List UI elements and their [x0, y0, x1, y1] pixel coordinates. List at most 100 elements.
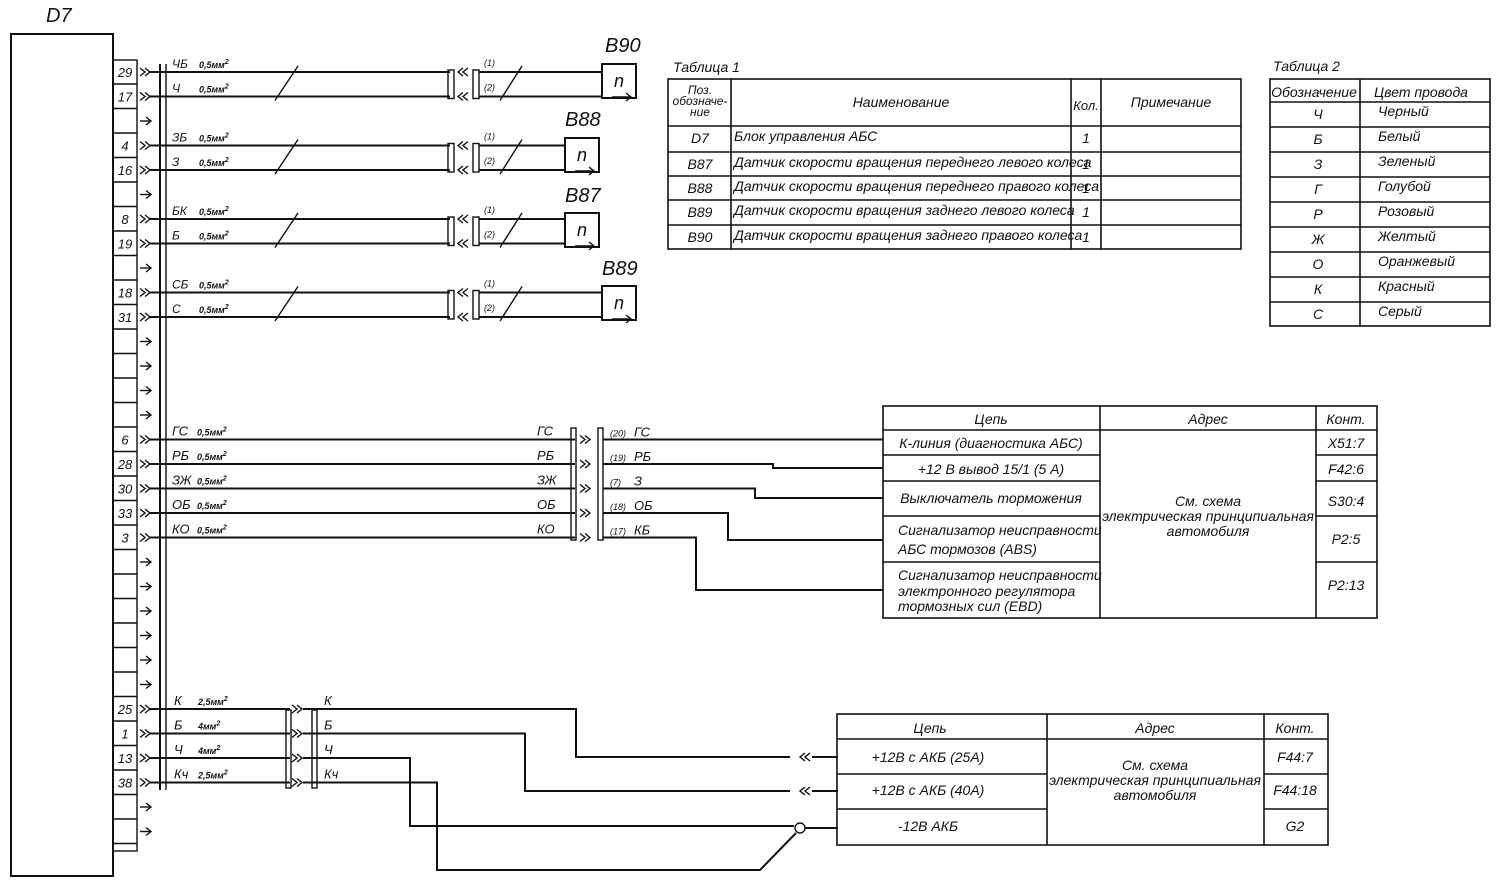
sensor-connector	[447, 216, 455, 247]
wire-gauge-label: 0,5мм2	[199, 59, 229, 70]
pin-number: 31	[118, 310, 132, 325]
connector-chevron	[456, 238, 464, 249]
wire-gauge-label: 0,5мм2	[199, 133, 229, 144]
table2-code: О	[1313, 256, 1324, 272]
table1-qty: 1	[1082, 156, 1090, 172]
connector-chevron	[461, 214, 469, 224]
contact-number: (1)	[484, 205, 495, 215]
connector-chevron	[139, 312, 147, 322]
table2-code: К	[1314, 281, 1323, 297]
table1-pos: B90	[688, 229, 713, 245]
speed-sensor-box	[564, 212, 600, 248]
sensor-name: B87	[565, 185, 601, 207]
table3-circuit: электронного регулятора	[898, 583, 1075, 599]
wire-gauge-label: 0,5мм2	[199, 157, 229, 168]
connector-chevron	[139, 483, 147, 494]
table1-pos: D7	[691, 130, 710, 146]
connector-chevron	[803, 786, 811, 796]
contact-number: (2)	[484, 303, 495, 313]
contact-number: (19)	[610, 453, 626, 463]
pin-arrow	[145, 361, 153, 371]
wire-color-label: С	[172, 302, 181, 316]
wire-color-label: Кч	[174, 767, 189, 782]
connector-chevron	[456, 214, 464, 224]
connector-chevron	[139, 704, 147, 714]
diag-connector	[597, 427, 604, 541]
connector-chevron	[579, 508, 587, 518]
connector-chevron	[139, 434, 147, 445]
table1-head-pos: ние	[690, 105, 710, 119]
table3-address: автомобиля	[1167, 523, 1250, 539]
pin-arrow	[145, 679, 153, 690]
connector-chevron	[139, 728, 147, 739]
connector-chevron	[139, 91, 147, 102]
pin-number: 18	[118, 286, 133, 301]
connector-chevron	[461, 287, 469, 298]
wire-color-label: ОБ	[172, 497, 191, 512]
pin-arrow	[145, 826, 153, 837]
connector-chevron	[139, 165, 147, 175]
connector-chevron	[461, 67, 469, 77]
sensor-connector	[447, 289, 455, 320]
table2-code: Г	[1314, 181, 1323, 197]
sensor-connector	[447, 142, 455, 173]
contact-number: (2)	[484, 156, 495, 166]
wire-gauge-label: 0,5мм2	[197, 476, 227, 487]
power-wire	[317, 781, 797, 871]
table3-head-circuit: Цепь	[974, 411, 1007, 427]
power-wire	[317, 708, 790, 758]
wire-gauge-label: 0,5мм2	[199, 231, 229, 242]
connector-chevron	[798, 786, 806, 796]
table2-title: Таблица 2	[1273, 58, 1340, 74]
table1-title: Таблица 1	[673, 59, 740, 75]
pin-number: 4	[121, 139, 128, 154]
diag-connector	[570, 427, 577, 541]
connector-chevron	[584, 459, 592, 469]
connector-chevron	[461, 238, 469, 249]
wire-color-label: БК	[172, 204, 188, 218]
sensor-connector	[472, 69, 480, 100]
table3-frame	[882, 405, 1378, 619]
connector-chevron	[139, 508, 147, 518]
pin-number: 19	[118, 237, 132, 252]
pin-arrow	[145, 630, 153, 641]
wire-color-label: ОБ	[634, 498, 653, 513]
table2-code: З	[1314, 156, 1323, 172]
wire-color-label: КБ	[634, 523, 651, 538]
table4-circuit: +12В с АКБ (25А)	[872, 749, 985, 765]
wire-color-label: ЗЖ	[537, 473, 558, 488]
pin-number: 17	[118, 90, 133, 105]
connector-chevron	[139, 287, 147, 298]
table3-circuit: Выключатель торможения	[900, 490, 1082, 506]
connector-chevron	[584, 508, 592, 518]
pin-arrow	[145, 189, 153, 200]
contact-number: (1)	[484, 58, 495, 68]
table4-address: автомобиля	[1114, 787, 1197, 803]
connector-chevron	[139, 532, 147, 543]
pin-arrow	[145, 581, 153, 592]
sensor-symbol: n	[614, 293, 624, 313]
table1-name: Датчик скорости вращения заднего левого …	[732, 202, 1075, 218]
table1-pos: B89	[688, 204, 713, 220]
contact-number: (20)	[610, 429, 626, 439]
connector-chevron	[584, 434, 592, 445]
wire-color-label: Б	[324, 718, 333, 733]
sensor-arrow	[625, 92, 633, 102]
contact-number: (1)	[484, 132, 495, 142]
table2-head-code: Обозначение	[1271, 84, 1357, 100]
ecu-pin-strip	[112, 59, 138, 852]
pin-number: 3	[121, 531, 129, 546]
pin-number: 25	[117, 702, 133, 717]
pin-number: 8	[121, 212, 129, 227]
connector-chevron	[139, 67, 147, 77]
table2-color: Серый	[1378, 303, 1422, 319]
table1-qty: 1	[1082, 229, 1090, 245]
pin-arrow	[145, 116, 153, 126]
wire-color-label: К	[174, 693, 183, 708]
table2-code: С	[1313, 306, 1324, 322]
wire-gauge-label: 0,5мм2	[199, 84, 229, 95]
pin-arrow	[145, 263, 153, 273]
table4-head-circuit: Цепь	[913, 720, 946, 736]
table3-contact: F42:6	[1328, 461, 1364, 477]
connector-chevron	[456, 312, 464, 322]
